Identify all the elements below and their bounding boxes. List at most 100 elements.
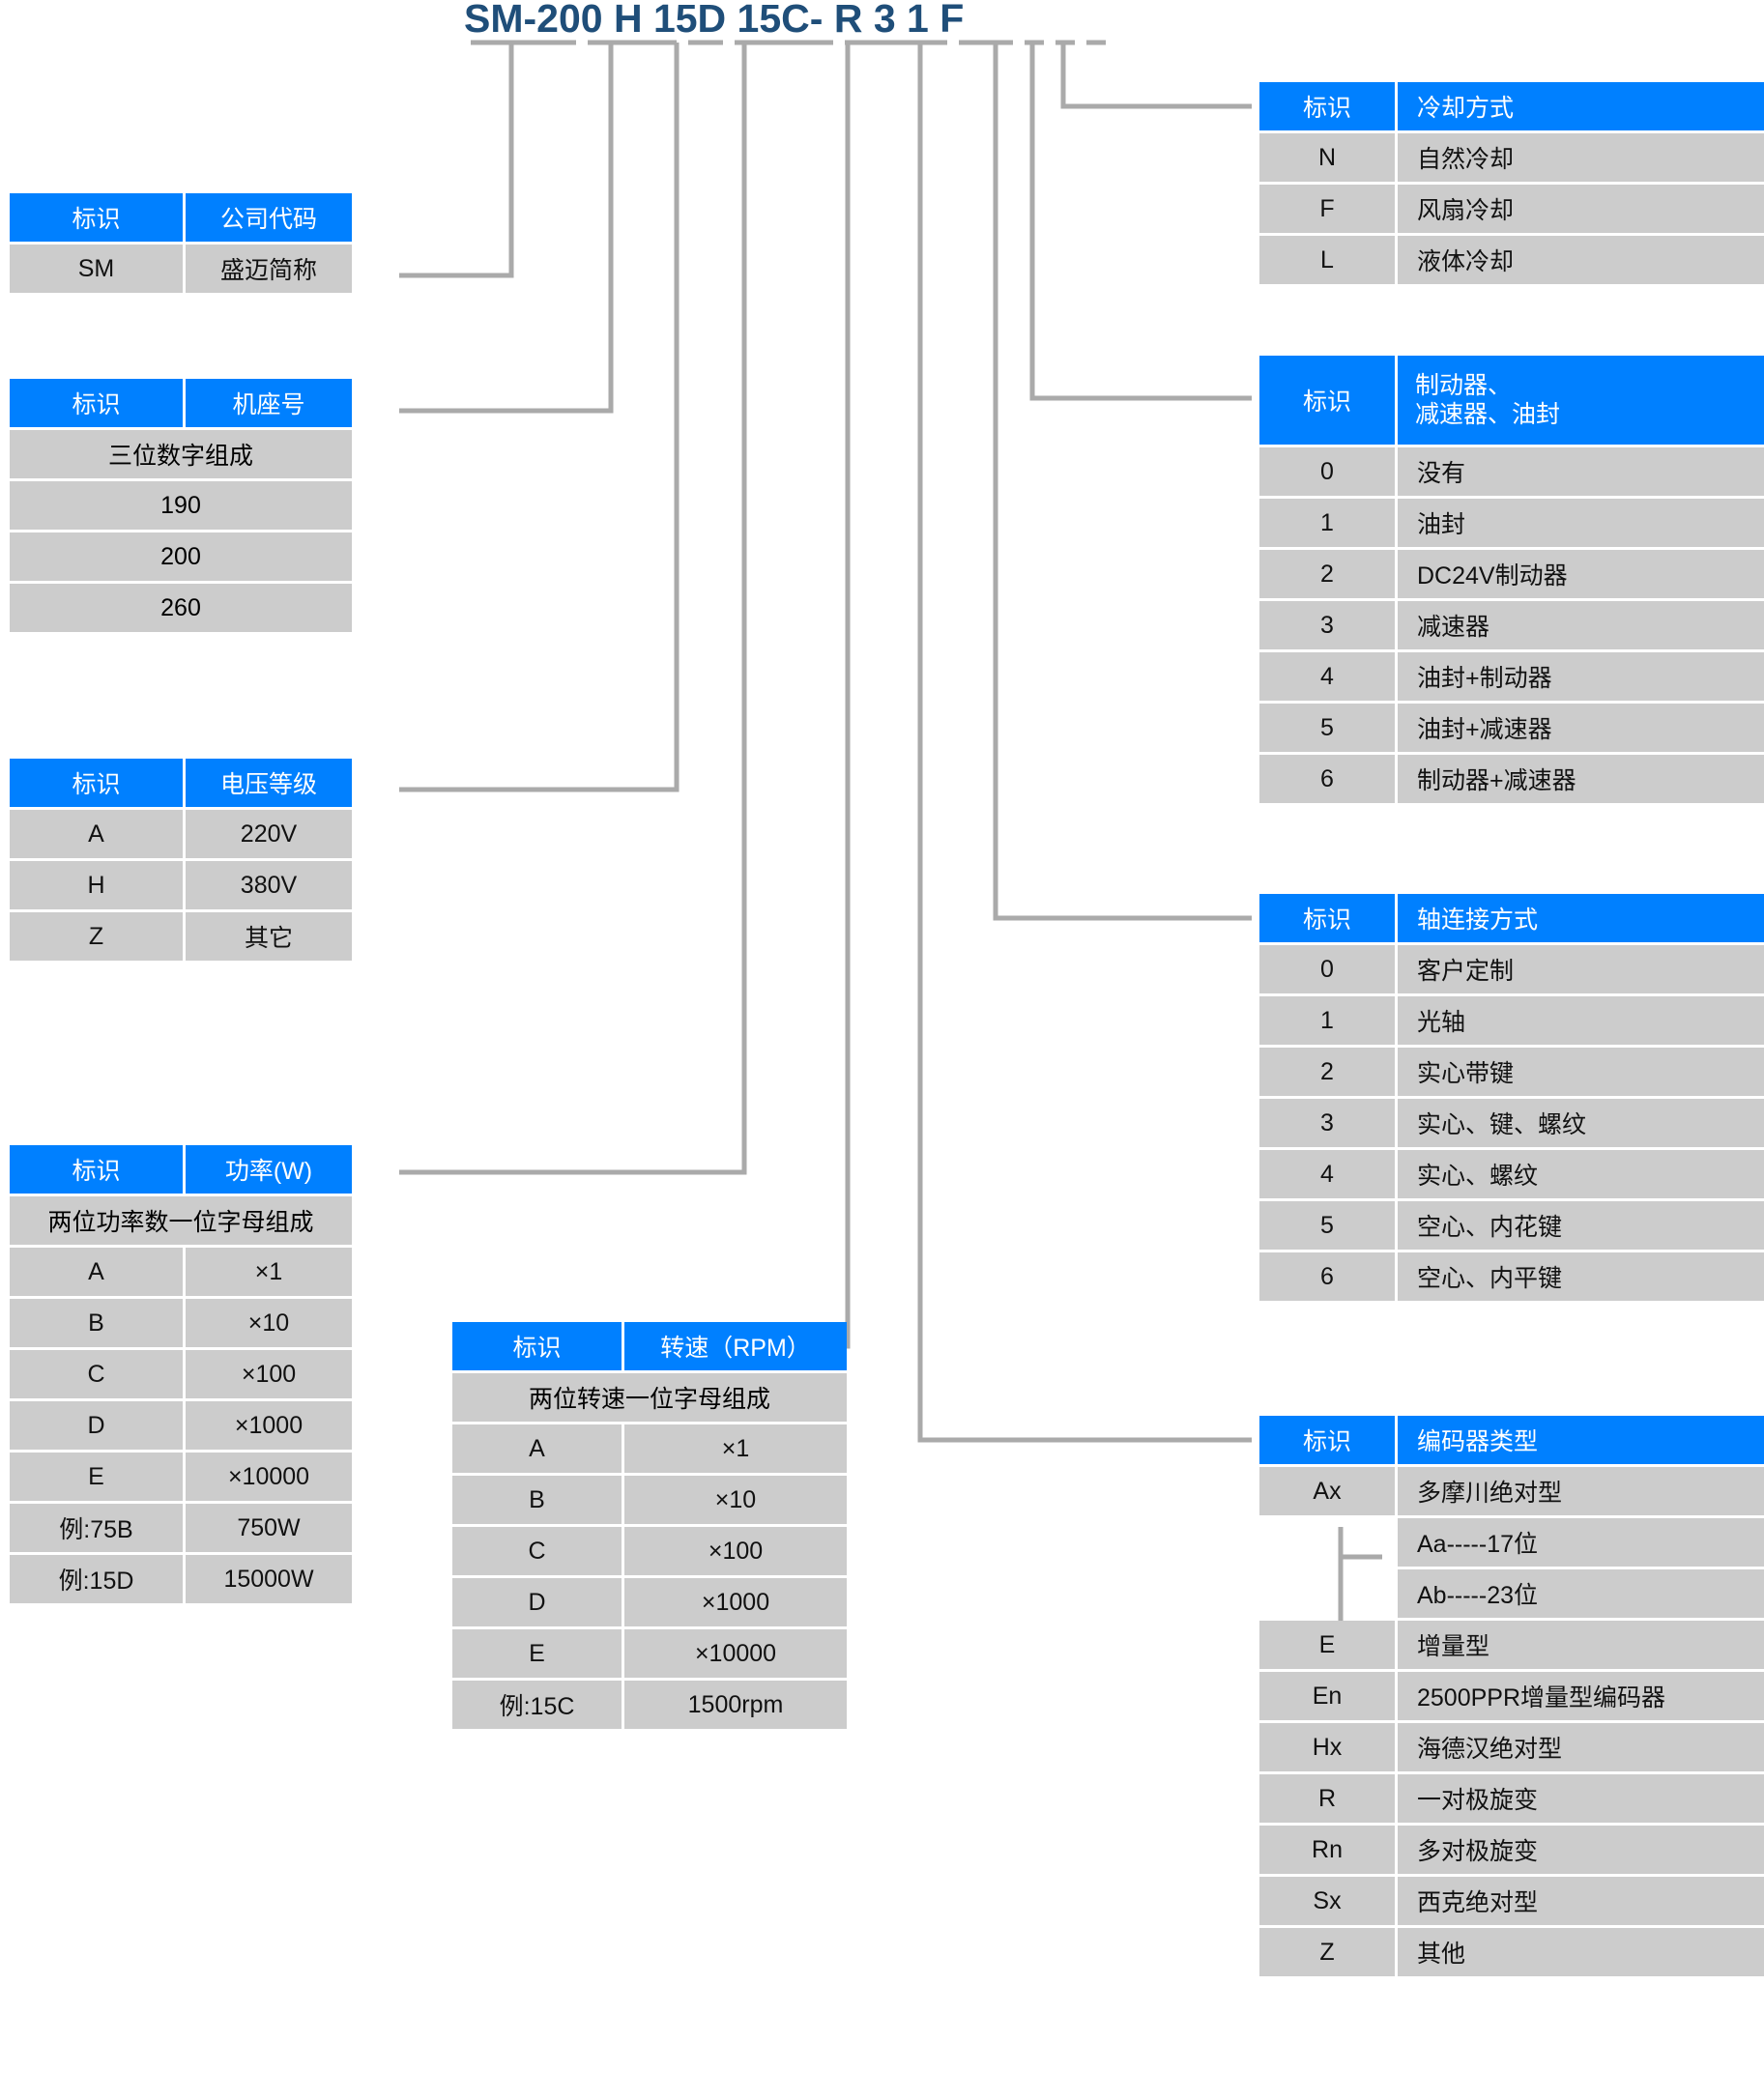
table-row: B ×10	[452, 1476, 847, 1524]
cell-code: 5	[1259, 1201, 1395, 1250]
table-row: B ×10	[10, 1299, 352, 1347]
table-row: Z 其它	[10, 912, 352, 961]
cell-spacer	[1259, 1569, 1395, 1618]
cell-desc: DC24V制动器	[1398, 550, 1764, 598]
cell-code: 2	[1259, 550, 1395, 598]
table-row: En 2500PPR增量型编码器	[1259, 1672, 1764, 1720]
header-id: 标识	[10, 379, 183, 427]
cell-code: En	[1259, 1672, 1395, 1720]
header-shaft-connection: 轴连接方式	[1398, 894, 1764, 942]
table-row: 标识 轴连接方式	[1259, 894, 1764, 942]
header-voltage: 电压等级	[186, 759, 352, 807]
cell-note: 两位功率数一位字母组成	[10, 1196, 352, 1245]
cell-code: A	[10, 810, 183, 858]
cell-desc: 制动器+减速器	[1398, 755, 1764, 803]
table-row: 标识 冷却方式	[1259, 82, 1764, 130]
cell-code: Z	[10, 912, 183, 961]
table-brake-reducer-seal: 标识 制动器、 减速器、油封 0 没有 1 油封 2 DC24V制动器 3 减速…	[1259, 356, 1764, 806]
cell-desc: 15000W	[186, 1555, 352, 1603]
table-row: 两位转速一位字母组成	[452, 1373, 847, 1422]
cell-code: E	[452, 1629, 622, 1678]
cell-code: A	[10, 1248, 183, 1296]
cell-desc: 油封+制动器	[1398, 652, 1764, 701]
header-line-1: 制动器、	[1415, 371, 1513, 399]
table-row: 190	[10, 481, 352, 530]
cell-desc: 光轴	[1398, 996, 1764, 1045]
table-row: Ab-----23位	[1259, 1569, 1764, 1618]
cell-code: 例:75B	[10, 1504, 183, 1552]
table-row: 5 油封+减速器	[1259, 704, 1764, 752]
table-row: C ×100	[452, 1527, 847, 1575]
cell-desc: ×100	[624, 1527, 847, 1575]
cell-code: C	[452, 1527, 622, 1575]
table-row: C ×100	[10, 1350, 352, 1398]
cell-code: 例:15C	[452, 1681, 622, 1729]
table-row: A 220V	[10, 810, 352, 858]
cell-desc: 客户定制	[1398, 945, 1764, 993]
table-row: Ax 多摩川绝对型	[1259, 1467, 1764, 1515]
table-cooling-method: 标识 冷却方式 N 自然冷却 F 风扇冷却 L 液体冷却	[1259, 82, 1764, 287]
table-row: 标识 机座号	[10, 379, 352, 427]
cell-desc: 油封+减速器	[1398, 704, 1764, 752]
cell-desc: 实心、螺纹	[1398, 1150, 1764, 1198]
cell-code: 1	[1259, 996, 1395, 1045]
cell-desc: 其它	[186, 912, 352, 961]
table-row: 0 客户定制	[1259, 945, 1764, 993]
cell-note: 两位转速一位字母组成	[452, 1373, 847, 1422]
cell-desc: 实心带键	[1398, 1048, 1764, 1096]
cell-desc: ×10000	[186, 1453, 352, 1501]
table-row: SM 盛迈简称	[10, 245, 352, 293]
cell-desc: 空心、内平键	[1398, 1252, 1764, 1301]
cell-desc: 2500PPR增量型编码器	[1398, 1672, 1764, 1720]
table-encoder-type: 标识 编码器类型 Ax 多摩川绝对型 Aa-----17位 Ab-----23位…	[1259, 1416, 1764, 1979]
table-row: H 380V	[10, 861, 352, 909]
cell-code: 2	[1259, 1048, 1395, 1096]
cell-desc: 其他	[1398, 1928, 1764, 1976]
cell-desc: ×1000	[186, 1401, 352, 1450]
cell-code: R	[1259, 1774, 1395, 1823]
cell-code: 3	[1259, 1099, 1395, 1147]
table-row: 200	[10, 532, 352, 581]
table-row: E 增量型	[1259, 1621, 1764, 1669]
header-frame-number: 机座号	[186, 379, 352, 427]
cell-desc: ×1	[624, 1424, 847, 1473]
table-row: R 一对极旋变	[1259, 1774, 1764, 1823]
table-row: 例:15C 1500rpm	[452, 1681, 847, 1729]
cell-desc: 没有	[1398, 447, 1764, 496]
cell-desc: ×10	[186, 1299, 352, 1347]
cell-desc: 增量型	[1398, 1621, 1764, 1669]
header-id: 标识	[10, 759, 183, 807]
table-frame-number: 标识 机座号 三位数字组成 190 200 260	[10, 379, 352, 635]
header-power: 功率(W)	[186, 1145, 352, 1194]
table-row: D ×1000	[452, 1578, 847, 1626]
header-id: 标识	[1259, 356, 1395, 445]
cell-value: 190	[10, 481, 352, 530]
cell-desc: 多摩川绝对型	[1398, 1467, 1764, 1515]
header-id: 标识	[1259, 1416, 1395, 1464]
table-row: E ×10000	[10, 1453, 352, 1501]
cell-desc: 风扇冷却	[1398, 185, 1764, 233]
cell-code: Z	[1259, 1928, 1395, 1976]
cell-desc: 液体冷却	[1398, 236, 1764, 284]
header-id: 标识	[10, 1145, 183, 1194]
table-row: Rn 多对极旋变	[1259, 1826, 1764, 1874]
table-row: 2 实心带键	[1259, 1048, 1764, 1096]
table-row: 标识 公司代码	[10, 193, 352, 242]
cell-desc: ×10	[624, 1476, 847, 1524]
cell-desc: 减速器	[1398, 601, 1764, 649]
table-speed-rpm: 标识 转速（RPM） 两位转速一位字母组成 A ×1 B ×10 C ×100 …	[452, 1322, 847, 1732]
cell-code: 4	[1259, 652, 1395, 701]
cell-value: 260	[10, 584, 352, 632]
cell-code: D	[10, 1401, 183, 1450]
header-line-2: 减速器、油封	[1415, 401, 1561, 428]
cell-code: N	[1259, 133, 1395, 182]
cell-desc: 1500rpm	[624, 1681, 847, 1729]
cell-desc: 盛迈简称	[186, 245, 352, 293]
table-row: Z 其他	[1259, 1928, 1764, 1976]
table-row: 4 实心、螺纹	[1259, 1150, 1764, 1198]
cell-value: 200	[10, 532, 352, 581]
cell-desc: 海德汉绝对型	[1398, 1723, 1764, 1771]
table-row: 5 空心、内花键	[1259, 1201, 1764, 1250]
header-id: 标识	[1259, 82, 1395, 130]
